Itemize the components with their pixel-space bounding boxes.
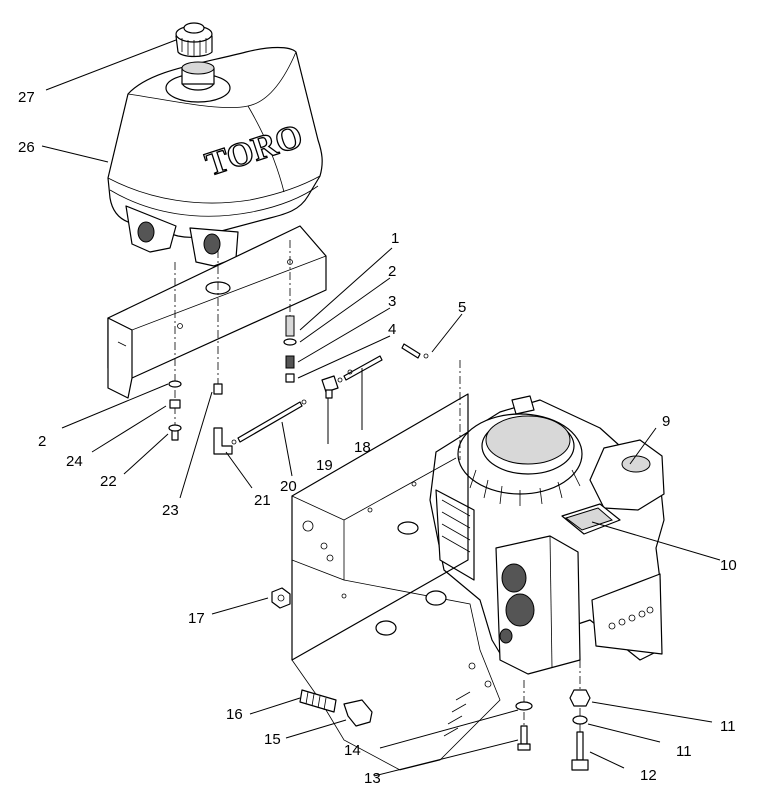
callout-1: 1 bbox=[391, 230, 399, 247]
callout-24: 24 bbox=[66, 453, 83, 470]
callout-3: 3 bbox=[388, 293, 396, 310]
tank-bracket bbox=[107, 225, 327, 430]
callouts: 1 2 3 4 5 2 24 22 23 21 20 19 18 9 10 17… bbox=[18, 89, 737, 787]
callout-11-lower: 11 bbox=[676, 743, 692, 760]
callout-5: 5 bbox=[458, 299, 466, 316]
callout-14: 14 bbox=[344, 742, 361, 759]
fuel-cap bbox=[175, 22, 213, 58]
callout-12: 12 bbox=[640, 767, 657, 784]
callout-21: 21 bbox=[254, 492, 271, 509]
fuel-tank: TORO bbox=[107, 46, 323, 267]
callout-26: 26 bbox=[18, 139, 35, 156]
callout-22: 22 bbox=[100, 473, 117, 490]
callout-16: 16 bbox=[226, 706, 243, 723]
callout-19: 19 bbox=[316, 457, 333, 474]
lower-hardware bbox=[299, 689, 591, 771]
engine bbox=[429, 395, 665, 675]
callout-10: 10 bbox=[720, 557, 737, 574]
callout-2: 2 bbox=[388, 263, 396, 280]
callout-20: 20 bbox=[280, 478, 297, 495]
callout-2-left: 2 bbox=[38, 433, 46, 450]
leader-lines bbox=[41, 39, 721, 777]
callout-9: 9 bbox=[662, 413, 670, 430]
callout-4: 4 bbox=[388, 321, 396, 338]
callout-18: 18 bbox=[354, 439, 371, 456]
callout-27: 27 bbox=[18, 89, 35, 106]
callout-23: 23 bbox=[162, 502, 179, 519]
bracket-hardware bbox=[168, 380, 223, 441]
callout-11-upper: 11 bbox=[720, 718, 736, 735]
callout-17: 17 bbox=[188, 610, 205, 627]
callout-15: 15 bbox=[264, 731, 281, 748]
callout-13: 13 bbox=[364, 770, 381, 787]
fuel-line-assembly bbox=[213, 315, 429, 455]
